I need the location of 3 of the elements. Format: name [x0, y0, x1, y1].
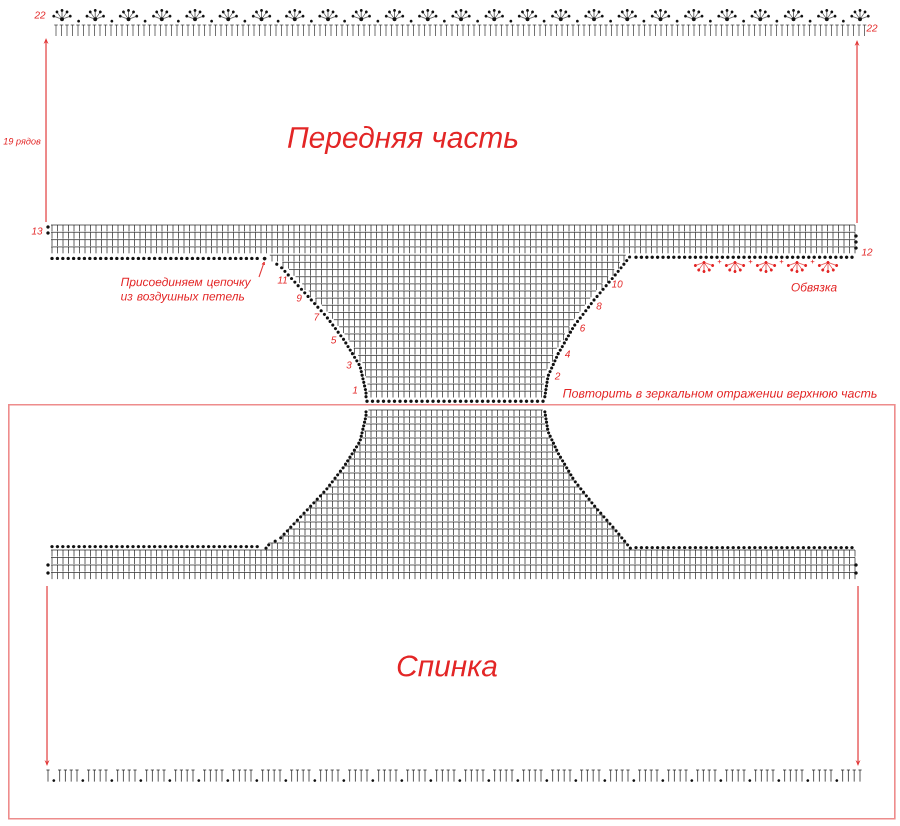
leader-arrow [258, 261, 265, 278]
section-frame: Спинка [8, 404, 896, 820]
piece-title: Передняя часть [287, 126, 518, 154]
